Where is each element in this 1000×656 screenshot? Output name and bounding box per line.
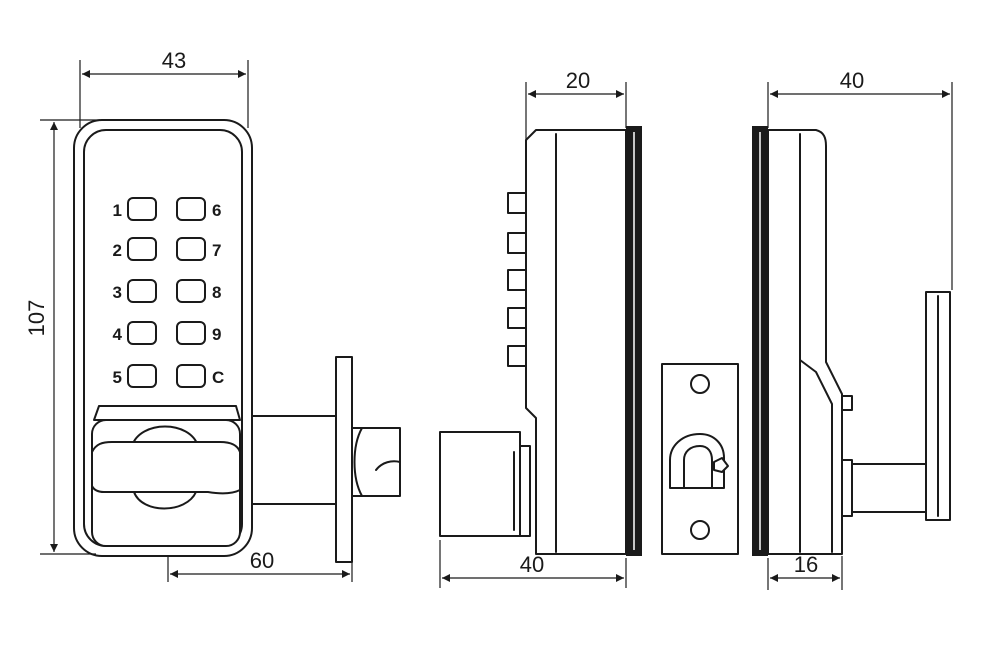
key-label-9: 9 xyxy=(212,325,221,344)
key-6[interactable] xyxy=(176,197,206,221)
key-c[interactable] xyxy=(176,364,206,388)
key-label-5: 5 xyxy=(113,368,122,387)
dim-spindle-offset: 16 xyxy=(794,552,818,577)
side-body xyxy=(525,129,627,555)
key-label-c: C xyxy=(212,368,224,387)
key-label-7: 7 xyxy=(212,241,221,260)
key-label-8: 8 xyxy=(212,283,221,302)
strike-plate xyxy=(661,363,739,555)
key-label-3: 3 xyxy=(113,283,122,302)
lever-handle xyxy=(841,291,951,521)
key-4[interactable] xyxy=(127,321,157,345)
dim-backset: 60 xyxy=(250,548,274,573)
front-view: 1 2 3 4 5 6 7 8 9 C 43 107 xyxy=(24,48,401,582)
lever-body xyxy=(767,129,843,555)
side-keypad-dimensions: 20 40 xyxy=(439,68,627,588)
side-view-keypad: 20 40 xyxy=(439,68,642,588)
key-label-2: 2 xyxy=(113,241,122,260)
front-dimensions: 43 107 60 xyxy=(24,48,353,582)
dim-height: 107 xyxy=(24,300,49,337)
thumb-turn xyxy=(91,405,241,547)
key-2[interactable] xyxy=(127,237,157,261)
side-lever-dimensions: 40 16 xyxy=(767,68,953,590)
key-8[interactable] xyxy=(176,279,206,303)
key-label-4: 4 xyxy=(113,325,123,344)
front-latch-bolt xyxy=(245,356,401,563)
side-view-lever: 40 16 xyxy=(752,68,953,590)
key-9[interactable] xyxy=(176,321,206,345)
dim-side-depth: 40 xyxy=(520,552,544,577)
dim-top-depth: 20 xyxy=(566,68,590,93)
dim-lever-depth: 40 xyxy=(840,68,864,93)
key-3[interactable] xyxy=(127,279,157,303)
key-5[interactable] xyxy=(127,364,157,388)
key-1[interactable] xyxy=(127,197,157,221)
dim-width: 43 xyxy=(162,48,186,73)
key-label-1: 1 xyxy=(113,201,122,220)
keypad: 1 2 3 4 5 6 7 8 9 C xyxy=(113,197,224,388)
side-buttons xyxy=(507,192,527,367)
key-label-6: 6 xyxy=(212,201,221,220)
key-7[interactable] xyxy=(176,237,206,261)
side-latch xyxy=(439,431,531,537)
